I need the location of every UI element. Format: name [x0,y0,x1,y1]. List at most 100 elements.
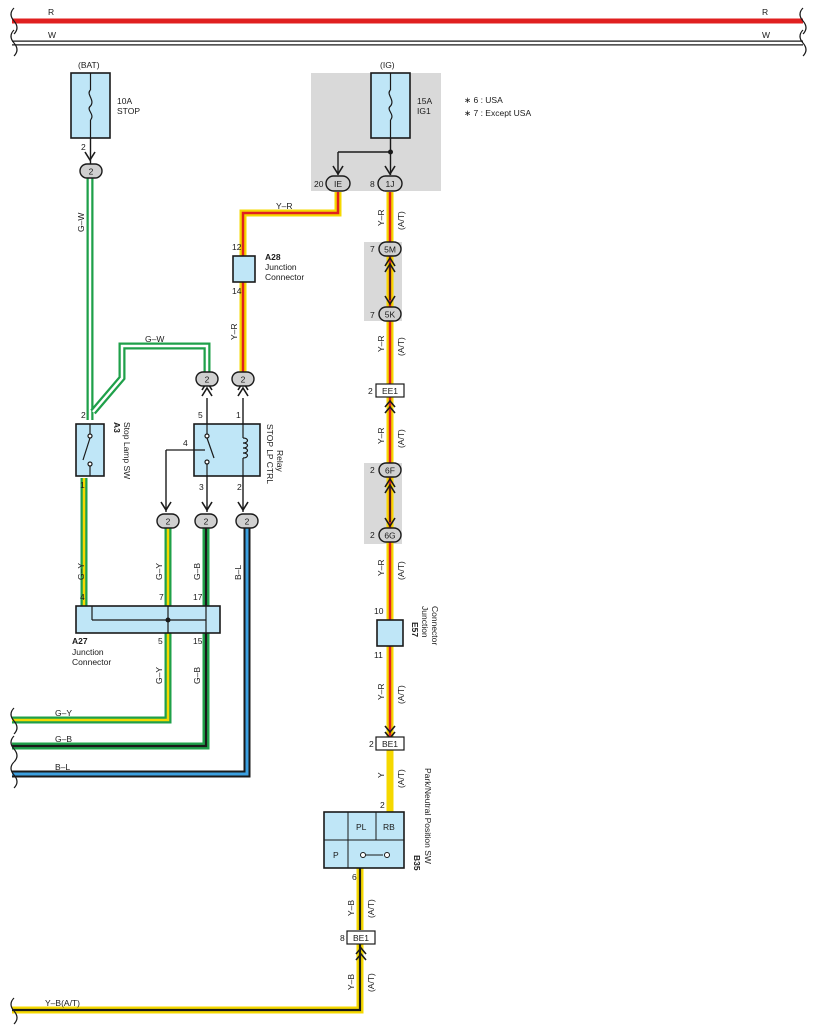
connector-be1-lower [346,930,376,945]
bus-r-label-right: R [762,7,768,17]
arrow-up [355,946,367,961]
arrow-down [84,151,96,162]
wire-label-yr: Y–R [229,323,239,340]
wire-label-gb: G–B [192,667,202,684]
wire-label-gb: G–B [192,563,202,580]
pin-2: 2 [380,800,385,810]
wire-bl [12,528,251,778]
e57-label-1: Junction [420,606,430,638]
connector-6f [378,462,402,478]
bus-w-label-left: W [48,30,56,40]
pin-10: 10 [374,606,384,616]
wire-label-bl: B–L [233,565,243,580]
b35-pl: PL [356,822,367,832]
connector-2 [231,371,255,387]
pin-7: 7 [159,592,164,602]
pin-2: 2 [370,530,375,540]
junction-dot [388,149,393,155]
e57-labels: E57 [410,622,420,637]
a27-label-1: Junction [72,647,104,657]
arrow-down [384,165,396,176]
wire-label-gy: G–Y [154,563,164,580]
relay-switch-icon [166,424,215,476]
connector-5m-label: 5M [384,245,396,255]
connector-2 [235,513,259,529]
arrow-down [332,165,344,176]
b35-name: Park/Neutral Position SW [423,768,433,864]
note-usa: ∗ 6 : USA [464,95,503,105]
relay-label-1: STOP LP CTRL [265,424,275,484]
relay-label-2: Relay [275,450,285,472]
pin-2: 2 [369,739,374,749]
wire-gw-branch [90,342,211,415]
connector-ee1-label: EE1 [382,386,398,396]
wire-label-bl: B–L [55,762,70,772]
connector-5k-label: 5K [385,310,396,320]
a3-name: Stop Lamp SW [122,422,132,479]
wire-label-y: Y [376,772,386,778]
pin-2: 2 [81,142,86,152]
connector-ie [325,175,351,192]
e57-code: E57 [410,622,420,637]
pin-8: 8 [370,179,375,189]
pin-4: 4 [183,438,188,448]
a3-code: A3 [112,422,122,433]
connector-2-label: 2 [89,167,94,177]
fuse-ig1-amp: 15A [417,96,432,106]
connector-2 [156,513,180,529]
connector-5k [378,306,402,322]
pin-7: 7 [370,310,375,320]
wire-label-yb: Y–B [346,974,356,990]
bus-w [10,29,807,57]
connector-2-label: 2 [241,375,246,385]
pin-6: 6 [352,872,357,882]
wire-breaks [10,707,18,1025]
connector-2 [79,163,103,179]
arrow-down [160,501,172,512]
pin-11: 11 [374,650,383,660]
pin-5: 5 [158,636,163,646]
connector-6g-label: 6G [384,531,395,541]
pin-4: 4 [80,592,85,602]
pin-8: 8 [340,933,345,943]
pin-1: 1 [80,480,85,490]
wire-label-at: (A/T) [396,769,406,788]
pin-17: 17 [193,592,203,602]
a27-code: A27 [72,636,88,646]
a27-label-2: Connector [72,657,111,667]
switch-icon [82,424,93,476]
wire-label-gw: G–W [145,334,164,344]
connector-2-label: 2 [204,517,209,527]
pin-5: 5 [198,410,203,420]
a28-code: A28 [265,252,281,262]
connector-6g [378,527,402,543]
wire-label-yr: Y–R [376,683,386,700]
ig-split [337,138,392,175]
pin-1: 1 [236,410,241,420]
connector-1j-label: 1J [386,179,395,189]
wire-label-at: (A/T) [366,973,376,992]
arrow-down [384,295,396,306]
wire-label-yb: Y–B [346,900,356,916]
connector-be1 [375,736,405,751]
wire-yr-ie [239,192,342,372]
connector-ee1 [375,383,405,398]
pin-2: 2 [368,386,373,396]
wire-gy-out [12,633,172,724]
wire-label-gy: G–Y [154,667,164,684]
pin-20: 20 [314,179,324,189]
arrow-down [384,517,396,528]
wire-label-gw: G–W [76,213,86,232]
wire-label-at: (A/T) [366,899,376,918]
arrow-up [384,399,396,414]
pin-7: 7 [370,244,375,254]
a28-junction-connector [232,255,256,283]
arrow-down [201,501,213,512]
connector-ie-label: IE [334,179,342,189]
fuse-icon [388,73,393,138]
wire-label-gy: G–Y [55,708,72,718]
relay-coil-icon [242,424,249,476]
fuse-ig1-name: IG1 [417,106,431,116]
wire-label-at: (A/T) [396,429,406,448]
pin-14: 14 [232,286,242,296]
